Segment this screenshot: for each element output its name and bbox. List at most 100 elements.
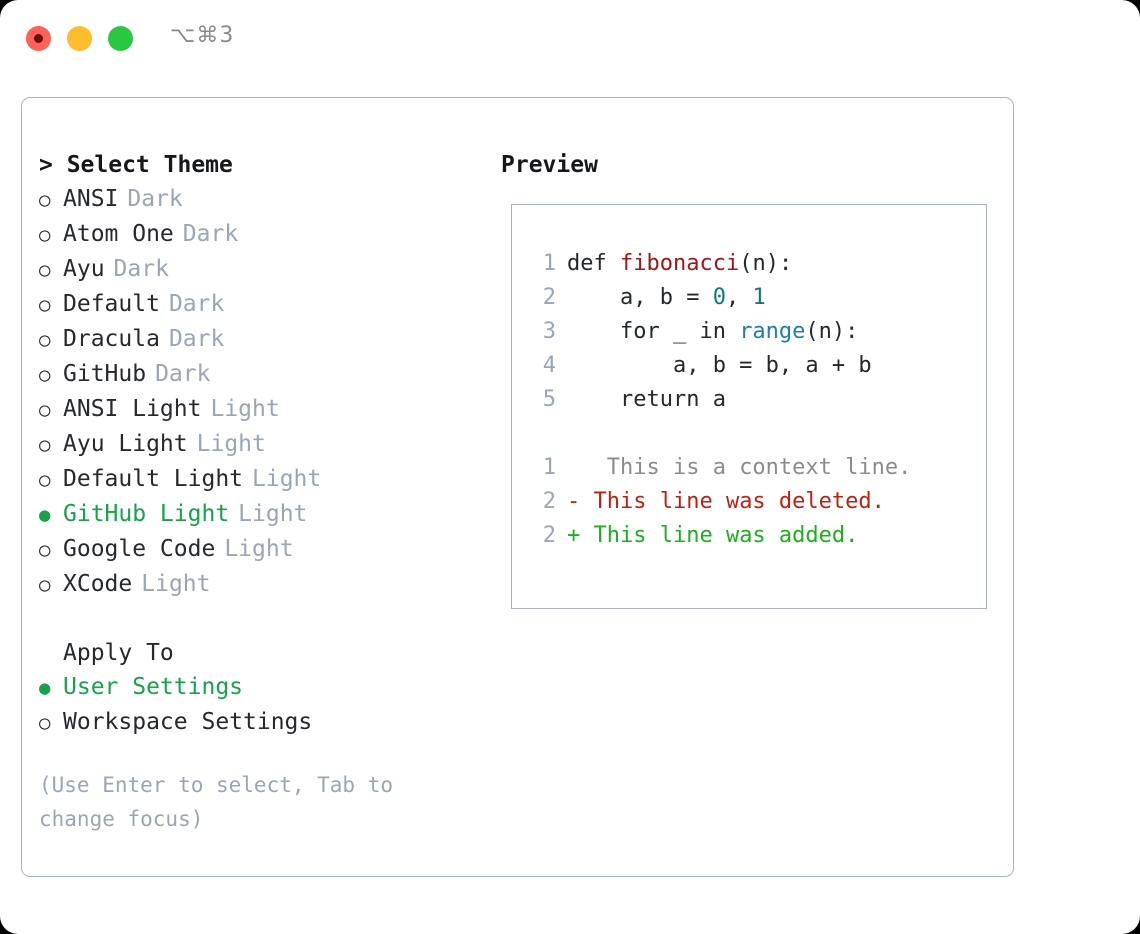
code-token-plain: a, b = (567, 285, 713, 310)
theme-option-label: GitHub Light (63, 501, 230, 527)
radio-unselected-icon: ○ (39, 469, 51, 491)
select-theme-heading: > Select Theme (39, 152, 233, 178)
theme-option-ayu-light[interactable]: ○ Ayu Light Light (39, 427, 484, 462)
close-button[interactable] (26, 26, 51, 51)
theme-variant-tag: Light (210, 396, 280, 422)
radio-unselected-icon: ○ (39, 539, 51, 561)
radio-unselected-icon: ○ (39, 712, 51, 734)
keyboard-hint-text: (Use Enter to select, Tab to change focu… (39, 773, 394, 831)
theme-option-label: Default (63, 291, 160, 317)
theme-variant-tag: Light (141, 571, 211, 597)
code-token-plain: for _ in (567, 319, 740, 344)
theme-option-label: GitHub (63, 361, 147, 387)
code-token-fn: fibonacci (619, 251, 740, 276)
theme-option-label: Google Code (63, 536, 216, 562)
theme-option-xcode[interactable]: ○ XCode Light (39, 567, 484, 602)
theme-variant-tag: Light (238, 501, 308, 527)
preview-column: Preview (501, 148, 991, 182)
theme-variant-tag: Light (196, 431, 266, 457)
code-diff-spacer (528, 417, 980, 451)
code-line-text: a, b = b, a + b (567, 349, 872, 383)
theme-variant-tag: Dark (168, 291, 225, 317)
theme-option-label: XCode (63, 571, 133, 597)
code-line: 1 def fibonacci(n): (528, 247, 980, 281)
radio-selected-icon: ● (39, 677, 51, 699)
code-token-punct: (n): (805, 319, 859, 344)
code-line: 3 for _ in range(n): (528, 315, 980, 349)
code-token-num: 0 (712, 285, 726, 310)
diff-line-text: This line was added. (580, 523, 859, 548)
radio-unselected-icon: ○ (39, 364, 51, 386)
line-number: 2 (542, 523, 556, 548)
minimize-button[interactable] (67, 26, 92, 51)
line-number: 2 (542, 285, 556, 310)
code-line-text: for _ in range(n): (567, 315, 858, 349)
apply-to-option-workspace-settings[interactable]: ○ Workspace Settings (39, 705, 484, 740)
code-token-plain: a, b = b, a + b (567, 353, 872, 378)
theme-variant-tag: Dark (127, 186, 183, 212)
theme-variant-tag: Light (224, 536, 294, 562)
radio-unselected-icon: ○ (39, 259, 51, 281)
theme-option-label: Atom One (63, 221, 174, 247)
radio-unselected-icon: ○ (39, 329, 51, 351)
apply-to-option-label: User Settings (63, 674, 244, 700)
theme-option-label: Ayu Light (63, 431, 188, 457)
line-number: 2 (542, 489, 556, 514)
code-line-text: return a (567, 383, 726, 417)
diff-line: 2 + This line was added. (528, 519, 980, 553)
code-line-text: def fibonacci(n): (567, 247, 792, 281)
apply-to-heading: Apply To (63, 640, 174, 666)
theme-variant-tag: Dark (113, 256, 169, 282)
diff-marker (567, 451, 580, 485)
theme-option-github[interactable]: ○ GitHub Dark (39, 357, 484, 392)
theme-option-default-light[interactable]: ○ Default Light Light (39, 462, 484, 497)
line-number: 4 (542, 353, 556, 378)
zoom-button[interactable] (108, 26, 133, 51)
diff-marker: - (567, 489, 581, 514)
theme-option-label: ANSI (63, 186, 119, 212)
preview-heading: Preview (501, 152, 598, 178)
window-controls (26, 26, 133, 51)
code-token-builtin: range (739, 319, 806, 344)
diff-line-text: This line was deleted. (580, 489, 885, 514)
diff-line-text: This is a context line. (580, 455, 912, 480)
apply-to-option-list[interactable]: ● User Settings ○ Workspace Settings (39, 670, 484, 740)
diff-line: 2- This line was deleted. (528, 485, 980, 519)
code-token-punct: (n): (739, 251, 793, 276)
radio-unselected-icon: ○ (39, 574, 51, 596)
theme-variant-tag: Dark (155, 361, 211, 387)
list-spacer (39, 602, 484, 636)
code-token-plain: return a (567, 387, 726, 412)
radio-selected-icon: ● (39, 504, 51, 526)
code-line-text: a, b = 0, 1 (567, 281, 766, 315)
diff-line: 1 This is a context line. (528, 451, 980, 485)
apply-to-option-label: Workspace Settings (63, 709, 313, 735)
radio-unselected-icon: ○ (39, 294, 51, 316)
theme-option-default[interactable]: ○ Default Dark (39, 287, 484, 322)
line-number: 3 (542, 319, 556, 344)
theme-option-label: Default Light (63, 466, 244, 492)
diff-marker: + (567, 523, 581, 548)
radio-unselected-icon: ○ (39, 434, 51, 456)
code-line: 4 a, b = b, a + b (528, 349, 980, 383)
theme-option-google-code[interactable]: ○ Google Code Light (39, 532, 484, 567)
theme-variant-tag: Light (252, 466, 322, 492)
code-token-plain: , (725, 285, 753, 310)
apply-to-option-user-settings[interactable]: ● User Settings (39, 670, 484, 705)
theme-option-github-light[interactable]: ● GitHub Light Light (39, 497, 484, 532)
line-number: 1 (542, 251, 556, 276)
theme-variant-tag: Dark (168, 326, 225, 352)
code-token-def: def (567, 251, 620, 276)
title-bar: ⌥⌘3 (0, 0, 1140, 78)
